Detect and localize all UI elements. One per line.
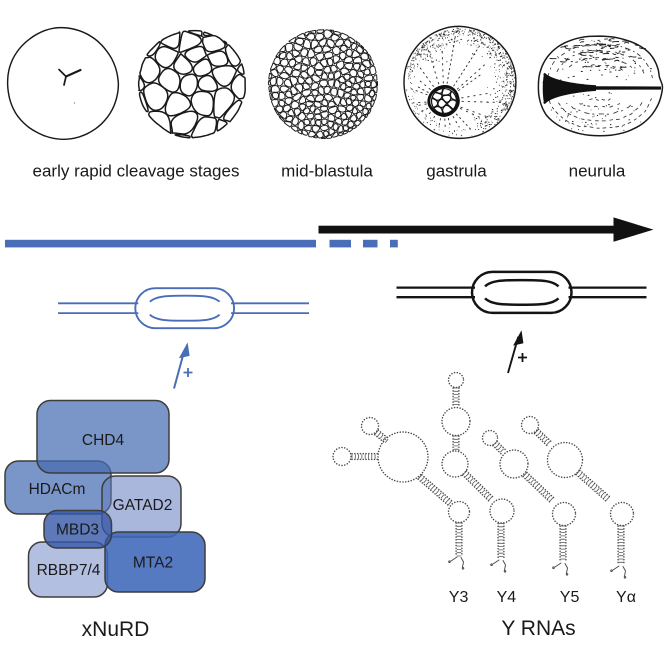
svg-text:Y3: Y3 bbox=[449, 589, 469, 606]
svg-text:HDACm: HDACm bbox=[29, 481, 86, 498]
svg-text:Yα: Yα bbox=[616, 589, 636, 606]
svg-text:CHD4: CHD4 bbox=[82, 432, 125, 449]
svg-text:gastrula: gastrula bbox=[426, 162, 487, 181]
svg-text:RBBP7/4: RBBP7/4 bbox=[37, 562, 101, 579]
svg-text:mid-blastula: mid-blastula bbox=[281, 162, 373, 181]
svg-text:Y5: Y5 bbox=[560, 589, 580, 606]
svg-text:MBD3: MBD3 bbox=[56, 522, 99, 539]
svg-text:Y4: Y4 bbox=[497, 589, 517, 606]
svg-text:MTA2: MTA2 bbox=[133, 555, 173, 572]
svg-text:neurula: neurula bbox=[569, 162, 626, 181]
svg-text:early rapid cleavage stages: early rapid cleavage stages bbox=[33, 162, 240, 181]
svg-text:Y RNAs: Y RNAs bbox=[501, 617, 575, 640]
svg-text:GATAD2: GATAD2 bbox=[113, 497, 173, 514]
svg-text:xNuRD: xNuRD bbox=[82, 618, 150, 641]
